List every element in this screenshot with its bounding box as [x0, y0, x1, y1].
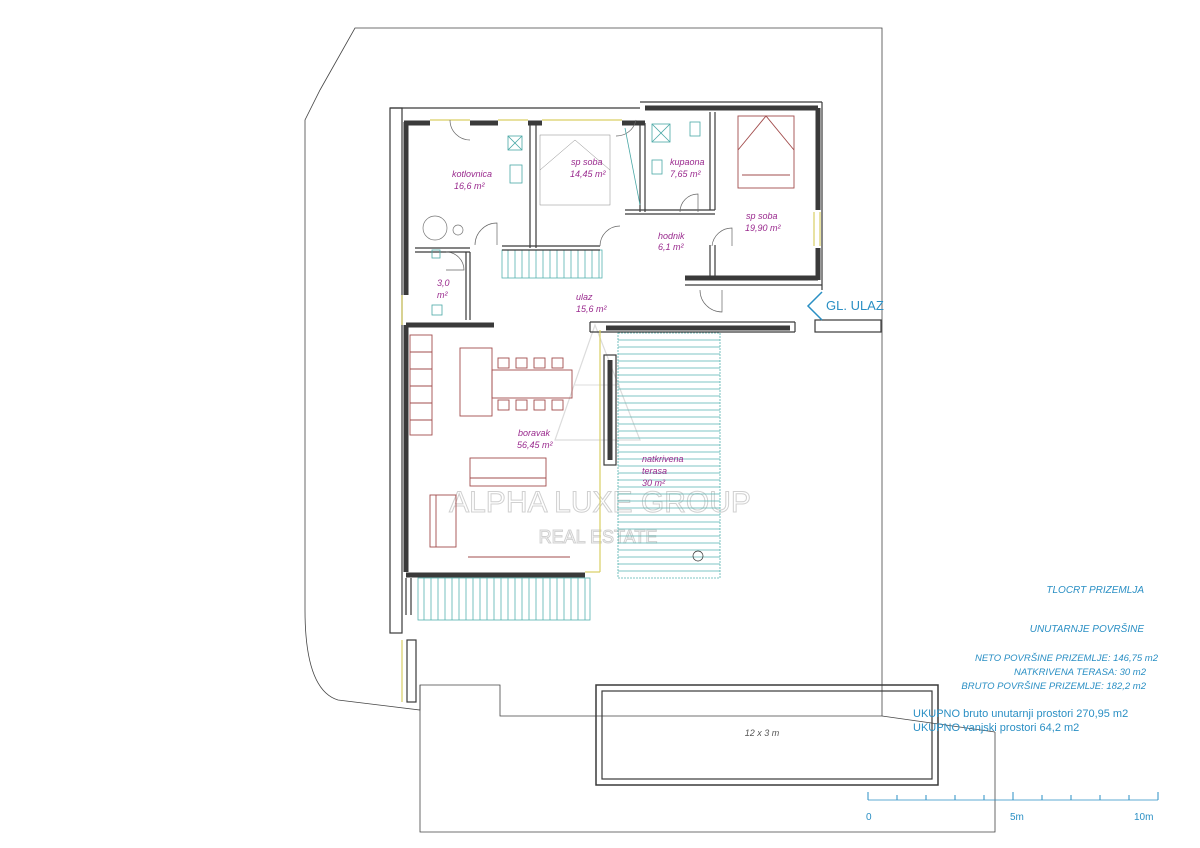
scale-label-0: 0	[866, 812, 872, 823]
fixtures	[431, 121, 701, 316]
stairs	[417, 249, 721, 621]
room-sp-soba-2-area: 19,90 m²	[745, 223, 782, 233]
summary-natkrivena: NATKRIVENA TERASA: 30 m2	[1014, 667, 1147, 678]
room-hodnik-area: 6,1 m²	[658, 242, 685, 252]
summary-total-inside: UKUPNO bruto unutarnji prostori 270,95 m…	[913, 708, 1128, 720]
room-hodnik-name: hodnik	[658, 231, 685, 241]
summary-block: TLOCRT PRIZEMLJA UNUTARNJE POVRŠINE NETO…	[913, 585, 1159, 734]
room-sp-soba-1-name: sp soba	[571, 157, 603, 167]
room-sp-soba-1-area: 14,45 m²	[570, 169, 607, 179]
entrance-arrow-icon	[806, 291, 823, 321]
furniture	[409, 115, 795, 558]
room-wc-area-unit: m²	[437, 290, 448, 300]
scale-label-5m: 5m	[1010, 812, 1024, 823]
scale-bar: 0 5m 10m	[866, 792, 1159, 823]
scale-label-10m: 10m	[1134, 812, 1153, 823]
pool-label: 12 x 3 m	[745, 728, 780, 738]
summary-neto: NETO POVRŠINE PRIZEMLJE: 146,75 m2	[975, 653, 1159, 664]
room-labels: kotlovnica 16,6 m² sp soba 14,45 m² kupa…	[437, 157, 782, 488]
summary-subtitle: UNUTARNJE POVRŠINE	[1030, 622, 1145, 635]
room-ulaz-name: ulaz	[576, 292, 593, 302]
entrance-marker: GL. ULAZ	[806, 291, 884, 321]
room-terasa-line2: terasa	[642, 466, 667, 476]
inner-walls	[389, 101, 882, 703]
room-sp-soba-2-name: sp soba	[746, 211, 778, 221]
room-boravak-area: 56,45 m²	[517, 440, 554, 450]
room-kotlovnica-area: 16,6 m²	[454, 181, 486, 191]
doors	[445, 119, 733, 313]
walls	[403, 105, 821, 578]
room-terasa-area: 30 m²	[642, 478, 666, 488]
windows	[401, 119, 821, 702]
room-kupaona-name: kupaona	[670, 157, 705, 167]
room-boravak-name: boravak	[518, 428, 551, 438]
summary-total-outside: UKUPNO vanjski prostori 64,2 m2	[913, 722, 1079, 734]
boiler-fixtures	[422, 215, 704, 562]
entrance-label: GL. ULAZ	[826, 298, 884, 313]
pool: 12 x 3 m	[595, 684, 939, 786]
summary-title: TLOCRT PRIZEMLJA	[1046, 585, 1144, 596]
room-terasa-line1: natkrivena	[642, 454, 684, 464]
summary-bruto: BRUTO POVRŠINE PRIZEMLJE: 182,2 m2	[961, 681, 1146, 692]
room-ulaz-area: 15,6 m²	[576, 304, 608, 314]
watermark-line2: REAL ESTATE	[539, 527, 658, 547]
room-wc-area-value: 3,0	[437, 278, 450, 288]
room-kupaona-area: 7,65 m²	[670, 169, 702, 179]
room-kotlovnica-name: kotlovnica	[452, 169, 492, 179]
